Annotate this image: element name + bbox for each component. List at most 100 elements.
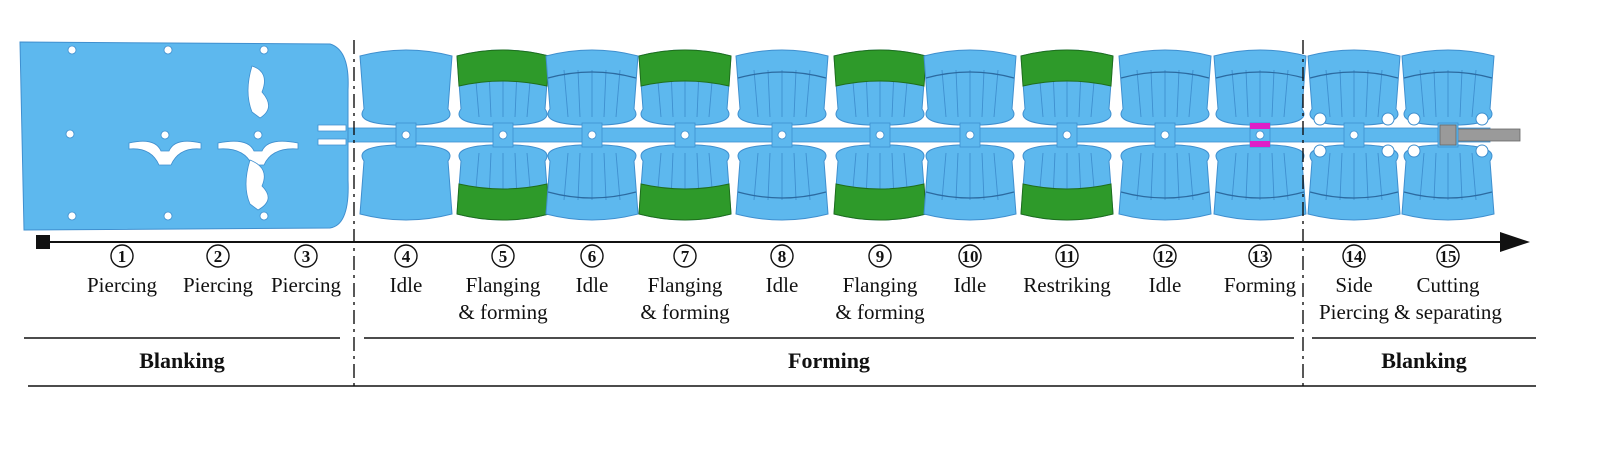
step-number: 2 bbox=[214, 247, 223, 266]
step-label: Cutting bbox=[1416, 273, 1480, 297]
formed-zone-lower bbox=[1250, 141, 1270, 147]
step-number-circle bbox=[868, 244, 892, 268]
pilot-hole bbox=[875, 130, 885, 140]
step-number: 7 bbox=[681, 247, 690, 266]
pilot-hole bbox=[1349, 130, 1359, 140]
flange-lower bbox=[638, 183, 732, 221]
step-label: Flanging bbox=[648, 273, 723, 297]
form-line bbox=[1459, 152, 1463, 201]
part-step-5 bbox=[456, 49, 550, 221]
form-line bbox=[767, 152, 771, 201]
step-label: Piercing bbox=[87, 273, 157, 297]
step-number-circle bbox=[1342, 244, 1366, 268]
part-step-15 bbox=[1401, 49, 1495, 221]
step-label: Forming bbox=[1224, 273, 1297, 297]
part-step-10 bbox=[923, 49, 1017, 221]
step-label: Restriking bbox=[1023, 273, 1111, 297]
section-forming: Forming bbox=[364, 337, 1294, 373]
side-hole bbox=[1407, 144, 1421, 158]
pierced-slot bbox=[128, 140, 202, 166]
pilot-hole bbox=[163, 45, 173, 55]
flange-upper bbox=[638, 49, 732, 87]
flange-lower bbox=[1020, 183, 1114, 221]
form-line bbox=[805, 152, 811, 201]
form-line bbox=[577, 69, 581, 118]
pilot-hole bbox=[160, 130, 170, 140]
form-edge bbox=[547, 71, 637, 79]
form-line bbox=[1245, 152, 1249, 201]
step-label: Idle bbox=[390, 273, 423, 297]
side-hole bbox=[1381, 112, 1395, 126]
step-label: & forming bbox=[835, 300, 925, 324]
step-number-circle bbox=[1153, 244, 1177, 268]
step-number: 15 bbox=[1440, 247, 1457, 266]
side-hole bbox=[1313, 144, 1327, 158]
formed-zone-upper bbox=[1250, 123, 1270, 129]
step-number-circle bbox=[673, 244, 697, 268]
axis-start-marker bbox=[36, 235, 50, 249]
step-label: Side bbox=[1335, 273, 1372, 297]
process-axis bbox=[36, 232, 1530, 252]
step-label: & separating bbox=[1394, 300, 1502, 324]
flange-upper bbox=[1020, 49, 1114, 87]
part-step-9 bbox=[833, 49, 927, 221]
step-label: & forming bbox=[458, 300, 548, 324]
section-label: Forming bbox=[788, 348, 870, 373]
part-lower-half bbox=[359, 144, 453, 221]
form-line bbox=[1150, 152, 1154, 201]
pilot-hole bbox=[1160, 130, 1170, 140]
form-line bbox=[941, 69, 947, 118]
form-line bbox=[767, 69, 771, 118]
pierced-window-top bbox=[247, 65, 269, 119]
form-edge bbox=[1215, 191, 1305, 199]
form-line bbox=[1271, 152, 1275, 201]
step-number-circle bbox=[1055, 244, 1079, 268]
pilot-hole bbox=[65, 129, 75, 139]
form-line bbox=[563, 152, 569, 201]
form-line bbox=[603, 152, 607, 201]
strip-layout bbox=[19, 41, 1521, 231]
pilot-hole bbox=[253, 130, 263, 140]
part-step-4 bbox=[359, 49, 453, 221]
form-line bbox=[955, 69, 959, 118]
form-line bbox=[793, 152, 797, 201]
form-line bbox=[1433, 152, 1437, 201]
axis-arrow-head bbox=[1500, 232, 1530, 252]
form-line bbox=[1136, 152, 1142, 201]
form-line bbox=[1419, 152, 1425, 201]
part-step-8 bbox=[735, 49, 829, 221]
form-line bbox=[1188, 152, 1194, 201]
step-number: 5 bbox=[499, 247, 508, 266]
form-line bbox=[1339, 152, 1343, 201]
form-edge bbox=[1120, 191, 1210, 199]
cut-off-web bbox=[1439, 124, 1457, 146]
form-line bbox=[1377, 69, 1383, 118]
step-label: Idle bbox=[766, 273, 799, 297]
form-line bbox=[1176, 152, 1180, 201]
flange-lower bbox=[833, 183, 927, 221]
step-label: Idle bbox=[1149, 273, 1182, 297]
form-line bbox=[753, 69, 759, 118]
pierced-window-bottom bbox=[245, 159, 269, 211]
form-line bbox=[793, 69, 797, 118]
step-number: 10 bbox=[962, 247, 979, 266]
flange-lower bbox=[456, 183, 550, 221]
form-line bbox=[1471, 152, 1477, 201]
pilot-hole bbox=[965, 130, 975, 140]
pilot-hole bbox=[498, 130, 508, 140]
form-line bbox=[1150, 69, 1154, 118]
pierced-slot bbox=[217, 140, 299, 166]
step-number-circle bbox=[580, 244, 604, 268]
step-label: Piercing bbox=[1319, 300, 1389, 324]
